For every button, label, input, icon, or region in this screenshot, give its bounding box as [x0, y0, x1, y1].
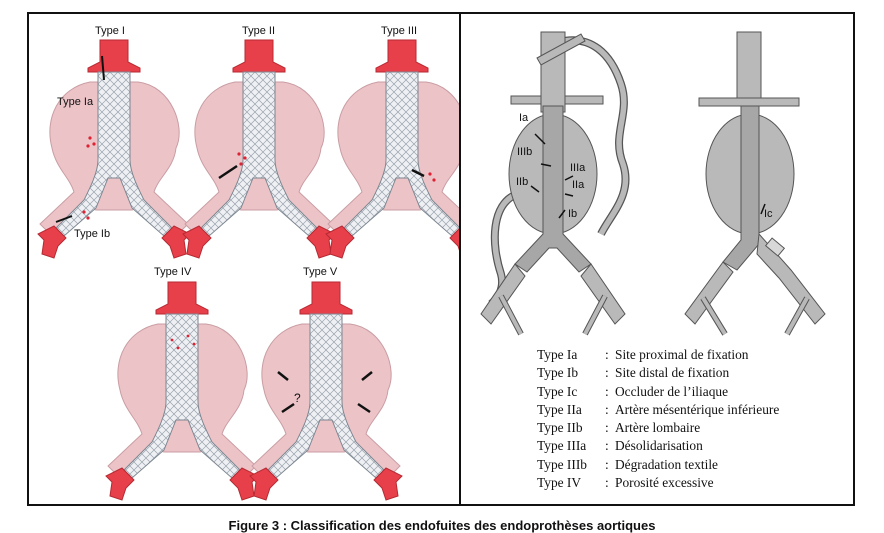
- legend-desc: Porosité excessive: [615, 475, 714, 491]
- label-iiib: IIIb: [517, 146, 533, 158]
- legend-row: Type Ic: Occluder de l’iliaque: [537, 383, 779, 401]
- type1-graft: [37, 39, 191, 259]
- label-ia: Ia: [519, 112, 529, 124]
- legend-row: Type Ib: Site distal de fixation: [537, 364, 779, 382]
- legend: Type Ia: Site proximal de fixation Type I…: [537, 346, 779, 492]
- legend-separator: :: [605, 438, 609, 454]
- legend-code: Type Ic: [537, 383, 578, 399]
- legend-desc: Désolidarisation: [615, 438, 703, 454]
- legend-desc: Occluder de l’iliaque: [615, 383, 729, 399]
- title-type5: Type V: [303, 266, 338, 278]
- title-type4: Type IV: [154, 266, 192, 278]
- figure-frame: [27, 12, 855, 506]
- figure-caption: Figure 3 : Classification des endofuites…: [228, 518, 656, 533]
- annotation-type1b: Type Ib: [74, 228, 111, 240]
- legend-desc: Site distal de fixation: [615, 365, 730, 381]
- title-type2: Type II: [242, 25, 276, 37]
- legend-row: Type IIIb: Dégradation textile: [537, 456, 779, 474]
- legend-code: Type IIIb: [537, 456, 587, 472]
- type3-graft: [325, 39, 459, 259]
- type5-graft: ?: [249, 281, 403, 501]
- left-panel-illustrations: ?: [37, 39, 459, 501]
- legend-separator: :: [605, 347, 609, 362]
- label-iia: IIa: [572, 179, 585, 191]
- legend-row: Type IV: Porosité excessive: [537, 474, 779, 492]
- legend-desc: Dégradation textile: [615, 456, 718, 472]
- panel-divider: [459, 12, 461, 506]
- legend-separator: :: [605, 365, 609, 381]
- annotation-type1a: Type Ia: [57, 96, 94, 108]
- legend-separator: :: [605, 401, 609, 417]
- legend-row: Type IIa: Artère mésentérique inférieure: [537, 401, 779, 419]
- title-type1: Type I: [95, 25, 125, 37]
- type2-graft: [182, 39, 336, 259]
- schematic-with-occluder: [684, 31, 826, 336]
- question-mark: ?: [294, 391, 301, 405]
- legend-separator: :: [605, 383, 609, 399]
- legend-row: Type IIb: Artère lombaire: [537, 419, 779, 437]
- label-ic: Ic: [764, 208, 773, 220]
- label-iiia: IIIa: [570, 162, 586, 174]
- legend-desc: Artère mésentérique inférieure: [615, 401, 780, 417]
- legend-separator: :: [605, 456, 609, 472]
- right-panel-schematic: [480, 31, 826, 336]
- legend-code: Type IIIa: [537, 438, 587, 454]
- schematic-with-leaks: [480, 31, 630, 336]
- legend-code: Type IV: [537, 475, 582, 491]
- legend-row: Type Ia: Site proximal de fixation: [537, 346, 779, 364]
- legend-desc: Site proximal de fixation: [615, 347, 749, 362]
- title-type3: Type III: [381, 25, 418, 37]
- label-iib: IIb: [516, 176, 529, 188]
- legend-row: Type IIIa: Désolidarisation: [537, 437, 779, 455]
- legend-separator: :: [605, 475, 609, 491]
- legend-desc: Artère lombaire: [615, 420, 701, 436]
- type4-graft: [105, 281, 259, 501]
- label-ib: Ib: [568, 208, 578, 220]
- legend-code: Type IIa: [537, 401, 582, 417]
- legend-code: Type Ib: [537, 365, 579, 381]
- legend-code: Type Ia: [537, 347, 578, 362]
- legend-separator: :: [605, 420, 609, 436]
- legend-code: Type IIb: [537, 420, 583, 436]
